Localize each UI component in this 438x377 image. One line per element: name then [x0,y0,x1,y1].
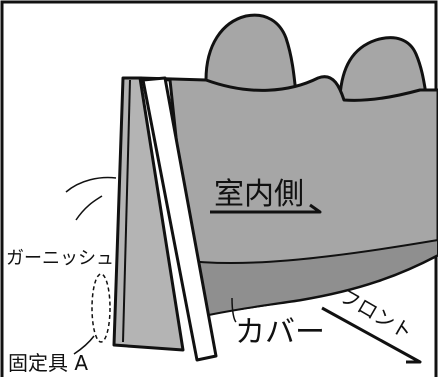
fixture-a-outline [91,273,111,343]
cover-label: カバー [235,315,325,350]
interior-arrow [210,203,322,214]
fixture-a-leader [73,335,95,355]
cover-band [179,239,438,319]
garnish-edge [122,79,131,343]
garnish-label: ガーニッシュ [6,248,114,269]
white-strip [141,76,218,362]
interior-side-label: 室内側 [214,177,304,212]
garnish-leader [75,195,103,221]
fixture-a-label: 固定具 A [8,351,88,375]
headrest-left [198,13,298,104]
garnish-leader-top [65,176,117,193]
cover-leader [231,297,237,323]
front-arrow [321,306,422,364]
front-label: フロント [336,284,417,345]
garnish-pillar [112,76,185,352]
